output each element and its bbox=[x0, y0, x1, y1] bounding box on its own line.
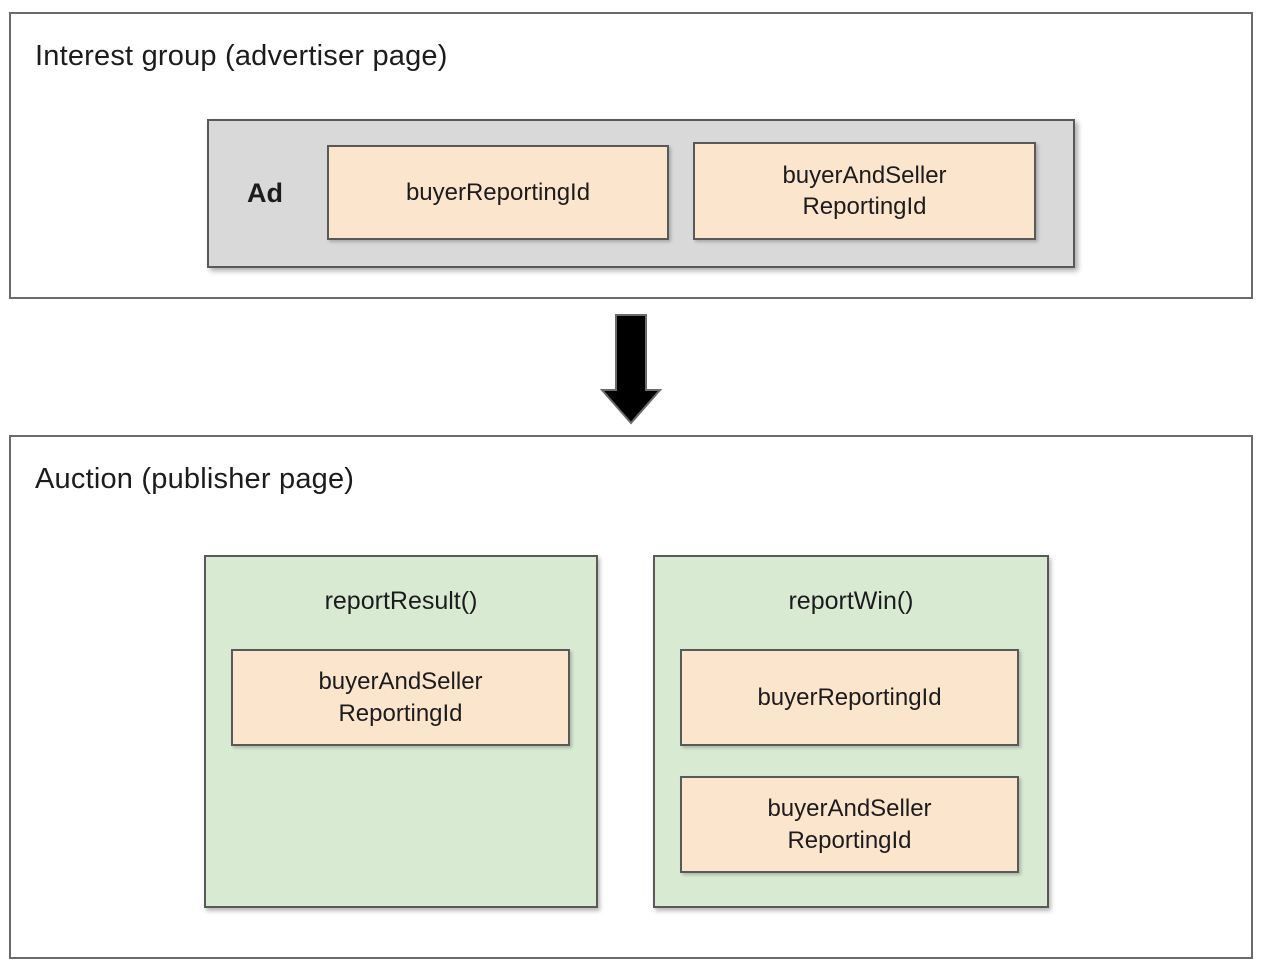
report-result-field-buyer-and-seller-reporting-id: buyerAndSeller ReportingId bbox=[231, 649, 570, 746]
report-result-box: reportResult() buyerAndSeller ReportingI… bbox=[204, 555, 598, 908]
report-win-field-buyer-and-seller-reporting-id: buyerAndSeller ReportingId bbox=[680, 776, 1019, 873]
report-win-field-buyer-reporting-id: buyerReportingId bbox=[680, 649, 1019, 746]
interest-group-title: Interest group (advertiser page) bbox=[35, 40, 448, 72]
flow-arrow-down-icon bbox=[599, 314, 663, 426]
report-win-box: reportWin() buyerReportingId buyerAndSel… bbox=[653, 555, 1049, 908]
field-buyer-and-seller-reporting-id: buyerAndSeller ReportingId bbox=[693, 142, 1036, 240]
interest-group-panel: Interest group (advertiser page) Ad buye… bbox=[9, 12, 1253, 299]
report-result-title: reportResult() bbox=[324, 587, 478, 615]
ad-container: Ad buyerReportingId buyerAndSeller Repor… bbox=[207, 119, 1075, 268]
auction-title: Auction (publisher page) bbox=[35, 463, 355, 495]
ad-label: Ad bbox=[247, 178, 283, 208]
report-win-title: reportWin() bbox=[788, 587, 914, 615]
field-buyer-reporting-id: buyerReportingId bbox=[327, 145, 669, 240]
auction-panel: Auction (publisher page) reportResult() … bbox=[9, 435, 1253, 959]
